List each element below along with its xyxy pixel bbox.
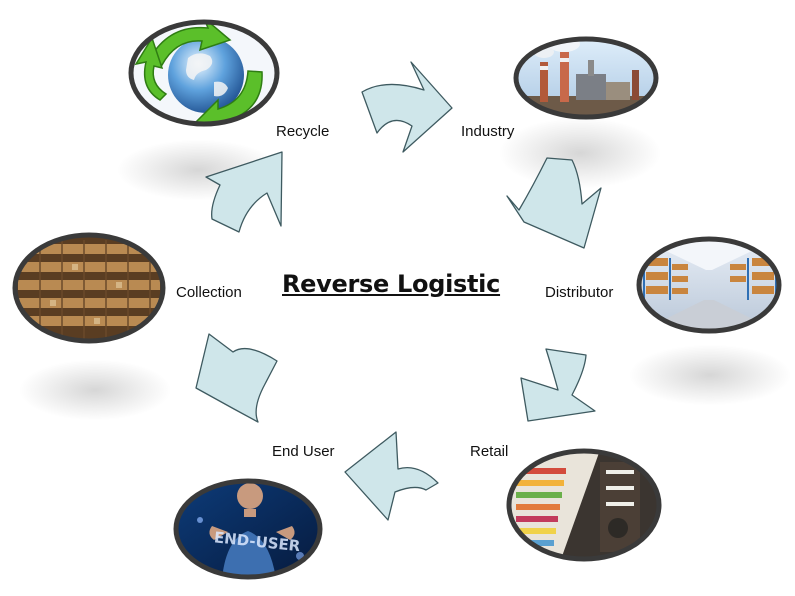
retail-image [506, 448, 662, 562]
collection-image [12, 232, 166, 344]
arrow-industry-to-distributor [506, 157, 602, 249]
arrow-end-user-to-collection [195, 333, 278, 423]
stage-label-collection: Collection [176, 284, 242, 301]
distributor-shadow [630, 345, 790, 405]
stage-label-recycle: Recycle [276, 123, 330, 140]
arrow-retail-to-end-user [344, 431, 439, 521]
diagram-title: Reverse Logistic [282, 270, 501, 298]
arrow-collection-to-recycle [205, 151, 283, 233]
industry-image [513, 36, 659, 120]
distributor-image [636, 236, 782, 334]
collection-shadow [20, 360, 170, 420]
industry-shadow [500, 118, 660, 188]
stage-label-retail: Retail [470, 443, 509, 460]
stage-label-industry: Industry [461, 123, 515, 140]
stage-label-distributor: Distributor [545, 284, 614, 301]
arrow-recycle-to-industry [361, 61, 453, 153]
recycle-image [128, 19, 280, 127]
arrow-distributor-to-retail [520, 348, 596, 422]
stage-label-end-user: End User [272, 443, 335, 460]
end-user-image: END-USER [173, 478, 323, 580]
